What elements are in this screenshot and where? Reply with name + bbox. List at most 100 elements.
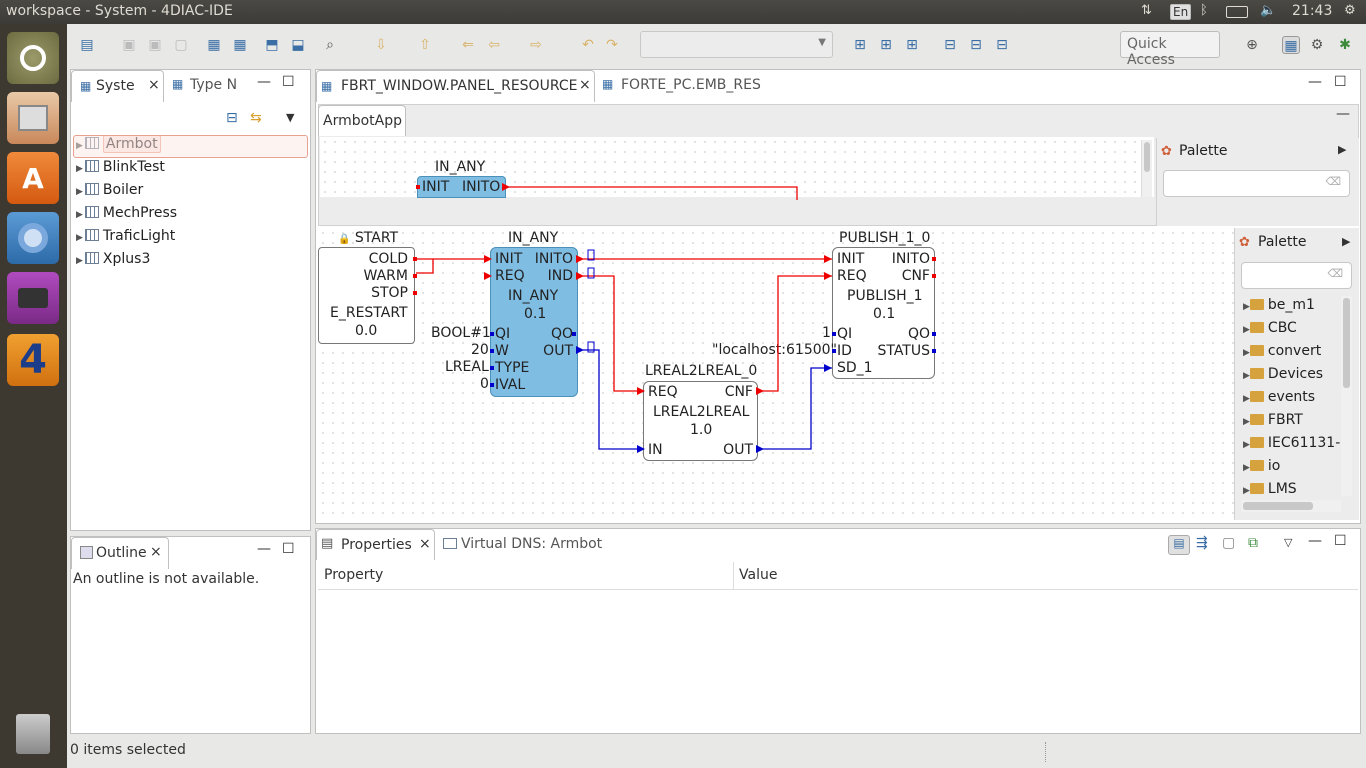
palette-folder[interactable]: ▶IEC61131-3 — [1243, 435, 1341, 458]
data-output-port[interactable]: QO — [907, 326, 930, 342]
tree-expand-icon[interactable]: ▶ — [1243, 486, 1250, 496]
data-input-port[interactable]: QI — [837, 326, 853, 342]
data-output-port[interactable]: QO — [550, 326, 573, 342]
print-icon[interactable]: ▢ — [174, 37, 188, 53]
tab-forte-pc[interactable]: ▦ FORTE_PC.EMB_RES — [600, 77, 770, 97]
function-block-start[interactable]: COLD WARM STOP E_RESTART 0.0 — [318, 247, 415, 344]
battery-icon[interactable] — [1226, 6, 1248, 18]
restore-default-icon[interactable]: ▢ — [1222, 535, 1236, 551]
tab-type-navigator[interactable]: ▦ Type N — [170, 77, 260, 97]
new-icon[interactable]: ▤ — [80, 37, 94, 53]
scrollbar-thumb[interactable] — [1343, 298, 1350, 388]
forward-icon[interactable]: ⇨ — [530, 37, 542, 53]
parameter-value[interactable]: 0 — [480, 376, 489, 392]
ubuntu-dash-icon[interactable] — [7, 32, 59, 84]
tree-expand-icon[interactable]: ▶ — [1243, 463, 1250, 473]
clock[interactable]: 21:43 — [1292, 3, 1333, 19]
tree-expand-icon[interactable]: ▶ — [1243, 417, 1250, 427]
data-input-port[interactable]: SD_1 — [837, 360, 873, 376]
bluetooth-icon[interactable]: ᛒ — [1200, 3, 1208, 18]
previous-annotation-icon[interactable]: ⇧ — [419, 37, 431, 53]
save-all-icon[interactable]: ▣ — [148, 37, 162, 53]
chevron-right-icon[interactable]: ▶ — [1338, 143, 1347, 156]
data-output-port[interactable]: OUT — [543, 343, 573, 359]
system-tree-item[interactable]: ▶BlinkTest — [76, 159, 306, 181]
palette-folder[interactable]: ▶Devices — [1243, 366, 1323, 389]
debug-perspective-icon[interactable]: ✱ — [1339, 37, 1351, 53]
event-output-port[interactable]: IND — [547, 268, 573, 284]
data-input-port[interactable]: W — [495, 343, 509, 359]
new-window-icon[interactable]: ⧉ — [1248, 535, 1258, 551]
event-input-port[interactable]: REQ — [495, 268, 525, 284]
palette-folder[interactable]: ▶LMS — [1243, 481, 1297, 504]
data-input-port[interactable]: TYPE — [495, 360, 530, 376]
vertical-scrollbar[interactable] — [1141, 140, 1152, 197]
palette-folder[interactable]: ▶convert — [1243, 343, 1321, 366]
redo-icon[interactable]: ↷ — [606, 37, 618, 53]
tab-properties[interactable]: ▤ Properties × — [316, 529, 435, 560]
tab-system[interactable]: ▦ Syste × — [71, 70, 164, 102]
event-output-port[interactable]: INITO — [462, 179, 501, 195]
align-center-icon[interactable]: ⊞ — [880, 37, 892, 53]
close-icon[interactable]: × — [150, 544, 162, 560]
data-input-port[interactable]: ID — [837, 343, 852, 359]
column-divider[interactable] — [733, 562, 734, 590]
minimize-icon[interactable]: — — [1308, 533, 1322, 549]
system-tree-item[interactable]: ▶Boiler — [76, 182, 306, 204]
data-input-port[interactable]: IN — [648, 442, 663, 458]
app-canvas-scrollbar[interactable] — [320, 197, 1154, 224]
keyboard-language-indicator[interactable]: En — [1170, 4, 1192, 20]
event-output-port[interactable]: CNF — [901, 268, 930, 284]
event-output-port[interactable]: COLD — [368, 251, 408, 267]
tree-expand-icon[interactable]: ▶ — [76, 233, 83, 243]
categories-icon[interactable]: ▤ — [1168, 535, 1190, 555]
palette-search-input[interactable]: ⌫ — [1241, 262, 1352, 289]
event-output-port[interactable]: INITO — [891, 251, 930, 267]
trash-icon[interactable] — [7, 708, 59, 760]
event-output-port[interactable]: CNF — [724, 384, 753, 400]
minimize-icon[interactable]: — — [1308, 74, 1322, 90]
parameter-value[interactable]: "localhost:61500" — [712, 342, 837, 358]
advanced-icon[interactable]: ⇶ — [1196, 535, 1208, 551]
palette-search-input[interactable]: ⌫ — [1163, 170, 1350, 197]
tree-expand-icon[interactable]: ▶ — [1243, 325, 1250, 335]
back-icon[interactable]: ⇦ — [488, 37, 500, 53]
open-perspective-icon[interactable]: ⊕ — [1246, 37, 1258, 53]
parameter-value[interactable]: LREAL — [445, 359, 489, 375]
tree-expand-icon[interactable]: ▶ — [76, 187, 83, 197]
event-connection[interactable] — [506, 186, 798, 200]
event-input-port[interactable]: INIT — [495, 251, 523, 267]
tree-expand-icon[interactable]: ▶ — [1243, 348, 1250, 358]
parameter-value[interactable]: 20 — [471, 342, 489, 358]
close-icon[interactable]: × — [148, 77, 160, 93]
tab-virtual-dns[interactable]: Virtual DNS: Armbot — [441, 536, 621, 556]
collapse-all-icon[interactable]: ⊟ — [226, 110, 238, 126]
4diac-icon[interactable]: 4 — [7, 334, 59, 386]
align-middle-icon[interactable]: ⊟ — [970, 37, 982, 53]
align-bottom-icon[interactable]: ⊟ — [996, 37, 1008, 53]
scrollbar-thumb[interactable] — [1243, 502, 1313, 510]
new-application-icon[interactable]: ▦ — [233, 37, 247, 53]
tab-fbrt-window[interactable]: ▦ FBRT_WINDOW.PANEL_RESOURCE × — [316, 70, 595, 102]
network-icon[interactable]: ⇅ — [1141, 3, 1152, 18]
event-output-port[interactable]: WARM — [363, 268, 408, 284]
tree-expand-icon[interactable]: ▶ — [1243, 440, 1250, 450]
maximize-icon[interactable]: ☐ — [282, 541, 295, 557]
minimize-icon[interactable]: — — [257, 541, 271, 557]
data-input-port[interactable]: IVAL — [495, 377, 526, 393]
camera-icon[interactable] — [7, 272, 59, 324]
tree-expand-icon[interactable]: ▶ — [1243, 302, 1250, 312]
palette-folder[interactable]: ▶be_m1 — [1243, 297, 1315, 320]
palette-folder[interactable]: ▶FBRT — [1243, 412, 1303, 435]
column-header-value[interactable]: Value — [739, 567, 778, 583]
close-icon[interactable]: × — [579, 77, 591, 93]
data-output-port[interactable]: OUT — [723, 442, 753, 458]
scrollbar-thumb[interactable] — [1144, 142, 1150, 172]
system-tree-item[interactable]: ▶TraficLight — [76, 228, 306, 250]
palette-folder[interactable]: ▶io — [1243, 458, 1280, 481]
data-input-port[interactable]: QI — [495, 326, 511, 342]
horizontal-scrollbar[interactable] — [1241, 500, 1341, 512]
tree-expand-icon[interactable]: ▶ — [1243, 371, 1250, 381]
volume-icon[interactable]: 🔈 — [1260, 3, 1277, 18]
palette-folder[interactable]: ▶CBC — [1243, 320, 1297, 343]
